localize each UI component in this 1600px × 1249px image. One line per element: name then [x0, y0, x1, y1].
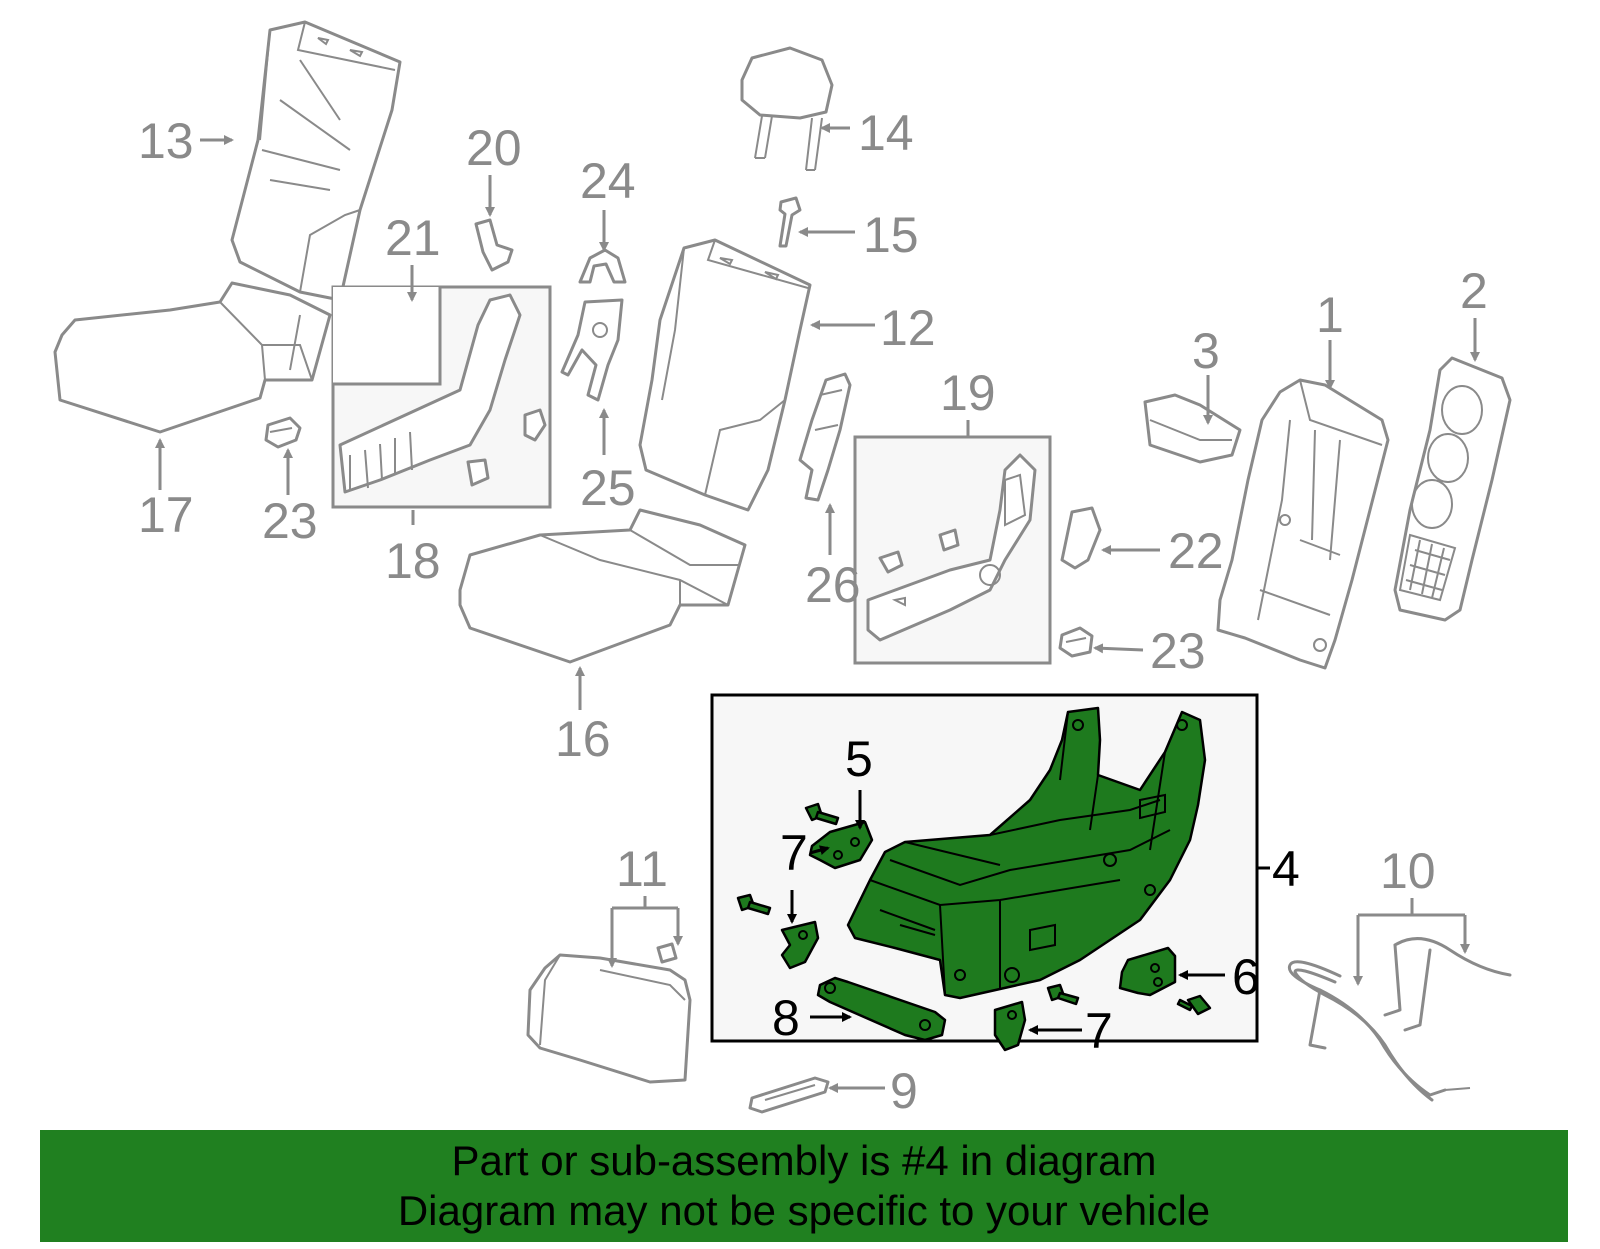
callout-6: 6	[1232, 949, 1260, 1005]
part-4-seat-frame-box[interactable]	[710, 693, 1270, 1052]
callout-9: 9	[890, 1063, 918, 1119]
callout-10: 10	[1380, 843, 1436, 899]
callout-13: 13	[138, 113, 194, 169]
part-14-headrest[interactable]	[740, 46, 834, 171]
callout-8: 8	[772, 990, 800, 1046]
part-13-seat-back[interactable]	[230, 20, 402, 302]
part-2-back-panel[interactable]	[1393, 356, 1512, 622]
callout-23-right: 23	[1150, 623, 1206, 679]
callout-7-lower: 7	[1085, 1003, 1113, 1059]
callout-1: 1	[1316, 287, 1344, 343]
bolt-left[interactable]	[736, 893, 772, 916]
callout-14: 14	[858, 105, 914, 161]
info-banner: Part or sub-assembly is #4 in diagram Di…	[40, 1130, 1568, 1242]
part-3-cover[interactable]	[1143, 393, 1242, 464]
part-26-rail-cover[interactable]	[798, 372, 852, 502]
bolt-right[interactable]	[1176, 994, 1212, 1016]
callout-24: 24	[580, 153, 636, 209]
callout-17: 17	[138, 487, 194, 543]
callout-labels: 13 17 23 21 20 18 24 25 14 15 12 26 16 1…	[138, 105, 1488, 1119]
part-12-seat-back[interactable]	[638, 238, 812, 512]
part-8-rail-bracket[interactable]	[816, 976, 947, 1042]
callout-15: 15	[863, 207, 919, 263]
callout-23-left: 23	[262, 493, 318, 549]
part-25-bracket[interactable]	[560, 298, 624, 402]
callout-16: 16	[555, 711, 611, 767]
banner-line-1: Part or sub-assembly is #4 in diagram	[451, 1137, 1157, 1184]
callout-21: 21	[385, 210, 441, 266]
callout-11: 11	[616, 841, 668, 897]
callout-2: 2	[1460, 263, 1488, 319]
part-4-seat-frame[interactable]	[846, 706, 1207, 1000]
callout-18: 18	[385, 533, 441, 589]
part-1-seatback-frame[interactable]	[1216, 378, 1390, 670]
part-6-bracket[interactable]	[1118, 946, 1177, 997]
part-7-bracket-upper[interactable]	[808, 820, 874, 870]
part-24-guide[interactable]	[578, 248, 627, 284]
banner-line-2: Diagram may not be specific to your vehi…	[397, 1187, 1211, 1234]
part-18-shield-box[interactable]	[331, 285, 552, 509]
part-22-cap[interactable]	[1060, 506, 1102, 570]
part-7-bracket-right[interactable]	[993, 1000, 1027, 1052]
bolt-center[interactable]	[1046, 983, 1080, 1006]
callout-3: 3	[1192, 323, 1220, 379]
callout-22: 22	[1168, 523, 1224, 579]
callout-7-upper: 7	[780, 825, 808, 881]
callout-26: 26	[805, 557, 861, 613]
part-17-seat-cushion[interactable]	[53, 281, 332, 434]
part-19-shield-box[interactable]	[853, 435, 1052, 665]
leader-lines-box-4	[787, 790, 1225, 1035]
callout-25: 25	[580, 460, 636, 516]
part-16-seat-cushion[interactable]	[458, 508, 747, 664]
callout-19: 19	[940, 365, 996, 421]
part-9-trim-strip[interactable]	[748, 1076, 830, 1114]
callout-20: 20	[466, 120, 522, 176]
callout-4: 4	[1272, 841, 1300, 897]
callout-5: 5	[845, 731, 873, 787]
part-23-clip-right[interactable]	[1058, 626, 1094, 658]
part-5-bolt[interactable]	[804, 802, 840, 826]
leader-lines	[155, 123, 1480, 1093]
part-10-cable-set[interactable]	[1287, 937, 1512, 1102]
part-7-bracket-left[interactable]	[780, 920, 820, 970]
part-11-side-cover[interactable]	[526, 942, 692, 1084]
callout-12: 12	[880, 300, 936, 356]
part-15-guide-pin[interactable]	[778, 196, 802, 248]
part-20-cover[interactable]	[474, 218, 514, 272]
part-23-clip-left[interactable]	[264, 416, 302, 449]
